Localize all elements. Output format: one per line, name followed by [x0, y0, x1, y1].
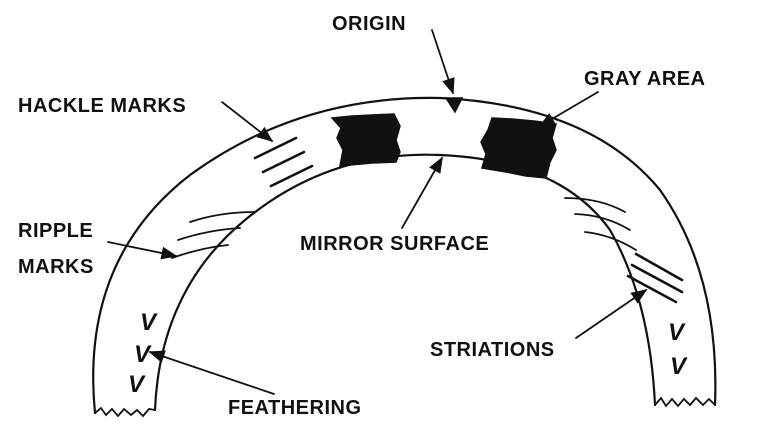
feather-mark: V: [140, 309, 158, 336]
origin-arrow: [432, 30, 453, 93]
striation-lines: [628, 254, 682, 302]
hackle-marks-lines: [255, 138, 312, 186]
feather-mark: V: [668, 319, 686, 346]
striations-label: STRIATIONS: [430, 339, 555, 361]
ripple-marks-label-line2: MARKS: [18, 256, 94, 278]
feather-mark: V: [134, 341, 152, 368]
feather-mark: V: [128, 371, 146, 398]
left-broken-end: [95, 408, 155, 416]
right-ripple-curves: [565, 198, 636, 250]
ripple-marks-label-line1: RIPPLE: [18, 220, 93, 242]
feather-mark: V: [670, 353, 688, 380]
feathering-marks-right: V V: [668, 319, 688, 380]
mirror-surface-arrow: [402, 158, 442, 228]
gray-area-left-block: [332, 114, 400, 166]
striations-arrow: [576, 290, 646, 338]
mirror-surface-label: MIRROR SURFACE: [300, 233, 489, 255]
arch-inner-edge: [155, 155, 655, 410]
gray-area-right-block: [481, 118, 556, 178]
gray-area-label: GRAY AREA: [584, 68, 706, 90]
hackle-marks-arrow: [222, 102, 272, 141]
ripple-marks-arrow: [108, 242, 176, 256]
origin-notch: [446, 98, 462, 112]
right-broken-end: [655, 398, 715, 406]
gray-area-arrow: [540, 92, 598, 126]
feathering-label: FEATHERING: [228, 397, 362, 419]
origin-label: ORIGIN: [332, 13, 406, 35]
hackle-marks-label: HACKLE MARKS: [18, 95, 186, 117]
feathering-arrow: [150, 352, 274, 394]
